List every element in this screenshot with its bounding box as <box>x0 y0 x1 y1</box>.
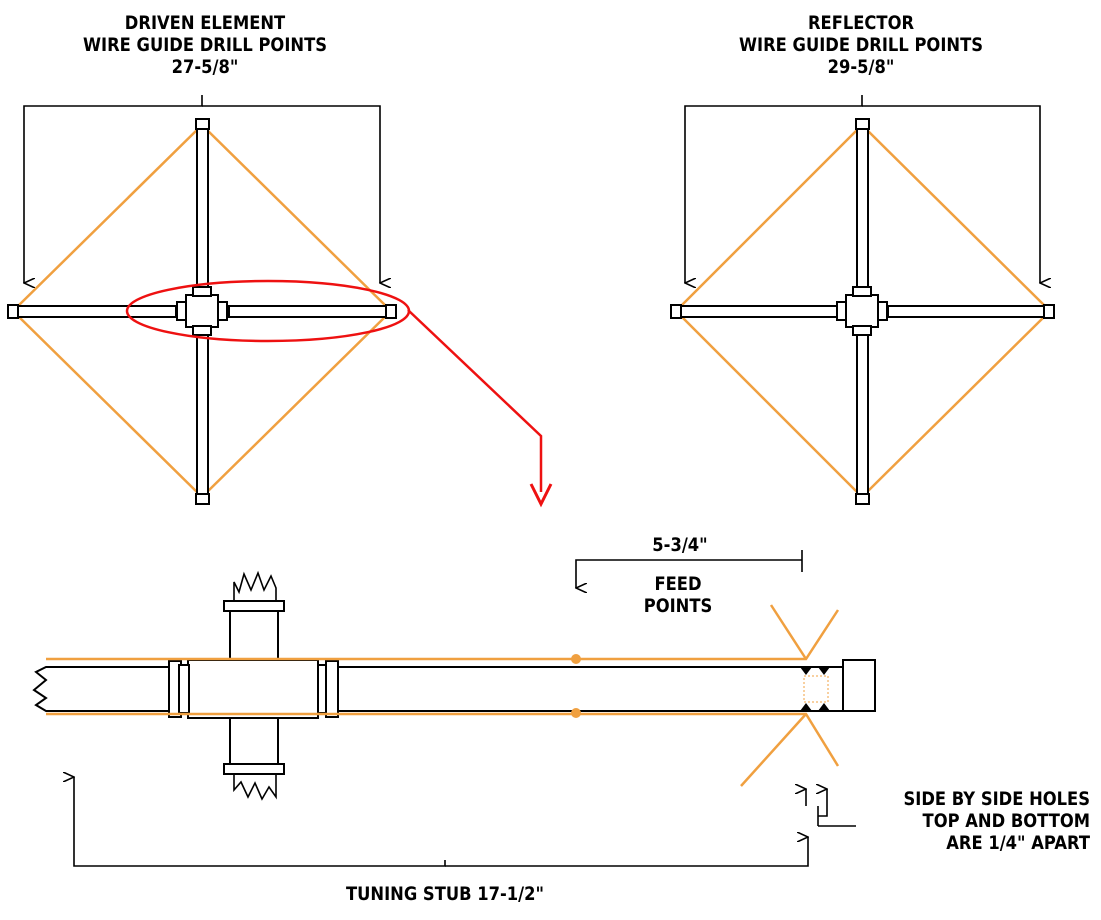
hole-grid <box>803 675 829 703</box>
driven-arm-right <box>228 305 390 318</box>
driven-arm-left <box>15 305 177 318</box>
detail-view <box>32 550 876 867</box>
driven-title-line1: DRIVEN ELEMENT <box>124 12 286 34</box>
reflector-title-line2: WIRE GUIDE DRILL POINTS <box>739 34 983 56</box>
detail-hub <box>187 659 319 719</box>
driven-title-line2: WIRE GUIDE DRILL POINTS <box>83 34 327 56</box>
reflector-dimension-bracket <box>685 95 863 283</box>
driven-arm-top <box>196 127 209 289</box>
tuning-stub-text: TUNING STUB 17-1/2" <box>345 883 545 905</box>
reflector-frame <box>670 95 1055 505</box>
feed-label-line1: FEED <box>654 573 702 595</box>
boom-end-cap <box>842 659 876 712</box>
driven-element-frame <box>7 95 553 508</box>
boom-broken-end <box>32 666 172 712</box>
feed-dimension-line <box>576 550 803 588</box>
feed-measurement-text: 5-3/4" <box>652 534 708 556</box>
reflector-hub <box>845 294 879 328</box>
detail-pointer-arrow <box>407 309 543 492</box>
driven-element-label: DRIVEN ELEMENT WIRE GUIDE DRILL POINTS 2… <box>82 12 328 78</box>
driven-measurement: 27-5/8" <box>171 56 239 78</box>
driven-arm-bottom <box>196 334 209 496</box>
feed-points-label: FEED POINTS <box>635 573 721 617</box>
feed-point-top <box>571 654 581 664</box>
holes-note-line1: SIDE BY SIDE HOLES <box>903 788 1090 810</box>
top-stub-break <box>233 570 277 601</box>
boom-tube <box>329 666 844 712</box>
reflector-title-line1: REFLECTOR <box>807 12 915 34</box>
holes-note-line3: ARE 1/4" APART <box>946 832 1090 854</box>
holes-note: SIDE BY SIDE HOLES TOP AND BOTTOM ARE 1/… <box>884 788 1090 854</box>
detail-pointer-arrowhead <box>529 483 553 508</box>
driven-dimension-bracket <box>24 95 203 283</box>
feed-measurement: 5-3/4" <box>620 534 740 556</box>
bottom-stub-break <box>233 774 277 801</box>
stub-wire-bottom <box>46 712 840 767</box>
driven-hub <box>185 294 219 328</box>
stub-wire-top <box>46 609 840 661</box>
holes-note-line2: TOP AND BOTTOM <box>922 810 1090 832</box>
reflector-measurement: 29-5/8" <box>827 56 895 78</box>
reflector-label: REFLECTOR WIRE GUIDE DRILL POINTS 29-5/8… <box>738 12 984 78</box>
feed-point-bottom <box>571 708 581 718</box>
tuning-stub-label: TUNING STUB 17-1/2" <box>307 883 582 905</box>
tuning-stub-bracket <box>74 777 446 867</box>
feed-label-line2: POINTS <box>643 595 713 617</box>
